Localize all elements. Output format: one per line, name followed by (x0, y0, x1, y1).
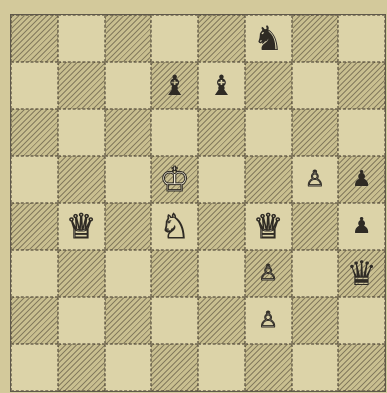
white-pawn-g5[interactable]: ♙ (305, 169, 325, 191)
square-c8[interactable] (105, 15, 152, 62)
white-pawn-f3[interactable]: ♙ (258, 263, 278, 285)
square-f8[interactable]: ♞ (245, 15, 292, 62)
square-c4[interactable] (105, 203, 152, 250)
square-f4[interactable]: ♕ (245, 203, 292, 250)
square-g3[interactable] (292, 250, 339, 297)
square-f2[interactable]: ♙ (245, 297, 292, 344)
square-e1[interactable] (198, 344, 245, 391)
square-h7[interactable] (338, 62, 385, 109)
square-a1[interactable] (11, 344, 58, 391)
black-bishop-d7[interactable]: ♝ (162, 72, 187, 100)
square-d4[interactable]: ♘ (151, 203, 198, 250)
black-pawn-h4[interactable]: ♟ (352, 216, 372, 238)
square-c7[interactable] (105, 62, 152, 109)
square-h6[interactable] (338, 109, 385, 156)
chess-board: ♞ ♝ ♝ ♔ ♙ ♟ ♕ ♘ ♕ ♟ ♙ ♛ ♙ (10, 14, 386, 392)
square-b6[interactable] (58, 109, 105, 156)
square-f7[interactable] (245, 62, 292, 109)
black-knight-f8[interactable]: ♞ (253, 22, 283, 56)
square-d6[interactable] (151, 109, 198, 156)
square-e6[interactable] (198, 109, 245, 156)
square-h5[interactable]: ♟ (338, 156, 385, 203)
square-g1[interactable] (292, 344, 339, 391)
square-d7[interactable]: ♝ (151, 62, 198, 109)
square-d2[interactable] (151, 297, 198, 344)
square-g4[interactable] (292, 203, 339, 250)
square-f1[interactable] (245, 344, 292, 391)
square-e2[interactable] (198, 297, 245, 344)
square-a2[interactable] (11, 297, 58, 344)
white-knight-d4[interactable]: ♘ (159, 210, 189, 244)
white-queen-f4[interactable]: ♕ (253, 210, 283, 244)
square-e7[interactable]: ♝ (198, 62, 245, 109)
square-b3[interactable] (58, 250, 105, 297)
white-queen-b4[interactable]: ♕ (66, 210, 96, 244)
square-f6[interactable] (245, 109, 292, 156)
square-a7[interactable] (11, 62, 58, 109)
square-f5[interactable] (245, 156, 292, 203)
square-b4[interactable]: ♕ (58, 203, 105, 250)
square-e3[interactable] (198, 250, 245, 297)
square-d5[interactable]: ♔ (151, 156, 198, 203)
square-g8[interactable] (292, 15, 339, 62)
square-d3[interactable] (151, 250, 198, 297)
white-pawn-f2[interactable]: ♙ (258, 310, 278, 332)
square-a4[interactable] (11, 203, 58, 250)
square-g7[interactable] (292, 62, 339, 109)
square-e4[interactable] (198, 203, 245, 250)
square-a6[interactable] (11, 109, 58, 156)
square-a3[interactable] (11, 250, 58, 297)
black-queen-h3[interactable]: ♛ (346, 257, 376, 291)
square-h3[interactable]: ♛ (338, 250, 385, 297)
square-h8[interactable] (338, 15, 385, 62)
square-c1[interactable] (105, 344, 152, 391)
square-b8[interactable] (58, 15, 105, 62)
square-c3[interactable] (105, 250, 152, 297)
square-d1[interactable] (151, 344, 198, 391)
square-b1[interactable] (58, 344, 105, 391)
square-d8[interactable] (151, 15, 198, 62)
square-a8[interactable] (11, 15, 58, 62)
square-c5[interactable] (105, 156, 152, 203)
square-h1[interactable] (338, 344, 385, 391)
square-a5[interactable] (11, 156, 58, 203)
black-bishop-e7[interactable]: ♝ (209, 72, 234, 100)
white-king-d5[interactable]: ♔ (159, 163, 189, 197)
square-h4[interactable]: ♟ (338, 203, 385, 250)
square-c2[interactable] (105, 297, 152, 344)
black-pawn-h5[interactable]: ♟ (352, 169, 372, 191)
square-f3[interactable]: ♙ (245, 250, 292, 297)
square-g2[interactable] (292, 297, 339, 344)
square-e5[interactable] (198, 156, 245, 203)
square-b2[interactable] (58, 297, 105, 344)
square-b7[interactable] (58, 62, 105, 109)
square-g5[interactable]: ♙ (292, 156, 339, 203)
square-g6[interactable] (292, 109, 339, 156)
square-e8[interactable] (198, 15, 245, 62)
square-c6[interactable] (105, 109, 152, 156)
square-h2[interactable] (338, 297, 385, 344)
square-b5[interactable] (58, 156, 105, 203)
